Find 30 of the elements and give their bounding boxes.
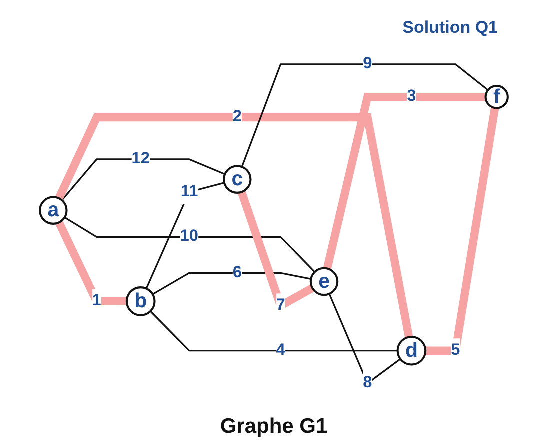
connector (61, 158, 226, 201)
edge-label: 5 (451, 342, 460, 360)
connector (323, 93, 486, 270)
edge-label: 12 (132, 150, 150, 168)
connector (241, 64, 489, 168)
connector (152, 272, 312, 296)
node-circle: a (39, 196, 68, 225)
edge-label: 2 (232, 108, 242, 126)
edge-label: 10 (180, 228, 198, 246)
edge-label: 11 (180, 182, 198, 200)
node-circle: c (223, 165, 252, 194)
connector (150, 310, 398, 352)
edge-label: 7 (276, 296, 286, 314)
edge-label: 3 (407, 88, 416, 106)
connector (55, 113, 414, 338)
edge-label: 6 (232, 264, 242, 282)
connector (64, 216, 316, 273)
node-circle: b (126, 286, 156, 316)
edge-label: 1 (92, 292, 102, 310)
node-circle: e (310, 267, 339, 296)
edge-label: 8 (363, 374, 372, 392)
connector (55, 220, 127, 306)
edge-label: 9 (363, 55, 372, 73)
edge-label: 4 (276, 342, 286, 360)
title: Solution Q1 (402, 18, 498, 38)
connector (426, 107, 500, 355)
node-circle: f (484, 85, 509, 110)
node-circle: d (396, 336, 427, 366)
caption: Graphe G1 (219, 415, 329, 439)
connector (146, 182, 225, 290)
